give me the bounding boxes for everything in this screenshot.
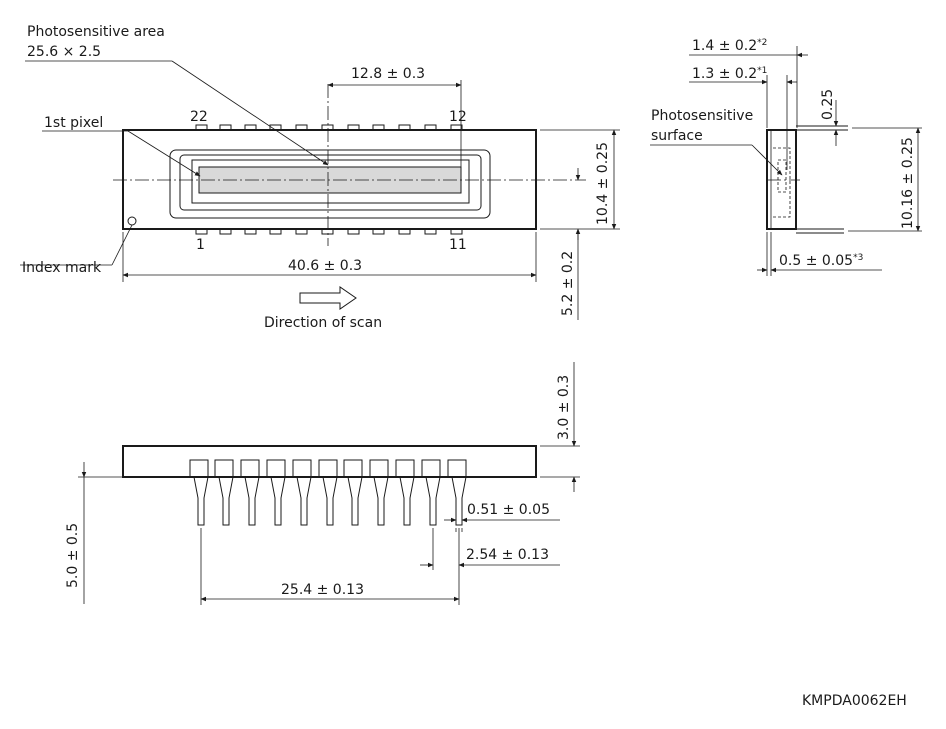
front-view: 3.0 ± 0.3 5.0 ± 0.5 0.51 ± 0.05 [65, 362, 580, 605]
pin-12-label: 12 [449, 109, 467, 125]
pin-row-offset-dimension: 5.2 ± 0.2 [560, 251, 576, 316]
pin-22-label: 22 [190, 109, 208, 125]
lead-row [189, 459, 467, 526]
photosensitive-surface-label-line2: surface [651, 128, 703, 144]
pin-span-dimension: 25.4 ± 0.13 [281, 582, 364, 598]
body-height-dimension: 3.0 ± 0.3 [556, 375, 572, 440]
direction-of-scan-label: Direction of scan [264, 315, 382, 331]
photosensitive-area-label: Photosensitive area [27, 24, 165, 40]
pin-11-label: 11 [449, 237, 467, 253]
lead-length-dimension: 5.0 ± 0.5 [65, 523, 81, 588]
pin-1-label: 1 [196, 237, 205, 253]
lead-width-dimension: 0.51 ± 0.05 [467, 502, 550, 518]
center-offset-dimension: 12.8 ± 0.3 [351, 66, 425, 82]
dimension-1-4: 1.4 ± 0.2*2 [692, 38, 767, 54]
top-view: Index mark Photosensitive area 25.6 × 2.… [20, 24, 620, 331]
package-body-side-view [766, 129, 797, 230]
hidden-window-outline [773, 147, 791, 218]
body-length-dimension: 40.6 ± 0.3 [288, 258, 362, 274]
side-view: 1.4 ± 0.2*2 1.3 ± 0.2*1 0.25 10.16 ± 0.2… [650, 38, 922, 276]
outer-window-frame [169, 149, 491, 219]
photosensitive-surface-label-line1: Photosensitive [651, 108, 753, 124]
first-pixel-label: 1st pixel [44, 115, 103, 131]
drawing-code: KMPDA0062EH [802, 693, 907, 709]
body-width-dimension: 10.4 ± 0.25 [595, 142, 611, 225]
dimension-0-25: 0.25 [820, 89, 836, 120]
middle-window-frame [179, 154, 482, 211]
scan-direction-arrow [299, 286, 357, 310]
index-mark-label: Index mark [22, 260, 102, 276]
row-spacing-dimension: 10.16 ± 0.25 [900, 137, 916, 229]
pin-pitch-dimension: 2.54 ± 0.13 [466, 547, 549, 563]
dimension-1-3: 1.3 ± 0.2*1 [692, 66, 767, 82]
dimension-0-5: 0.5 ± 0.05*3 [779, 253, 863, 269]
package-body-front-view [122, 445, 537, 478]
photosensitive-area-size: 25.6 × 2.5 [27, 44, 101, 60]
inner-window-frame [191, 159, 470, 204]
